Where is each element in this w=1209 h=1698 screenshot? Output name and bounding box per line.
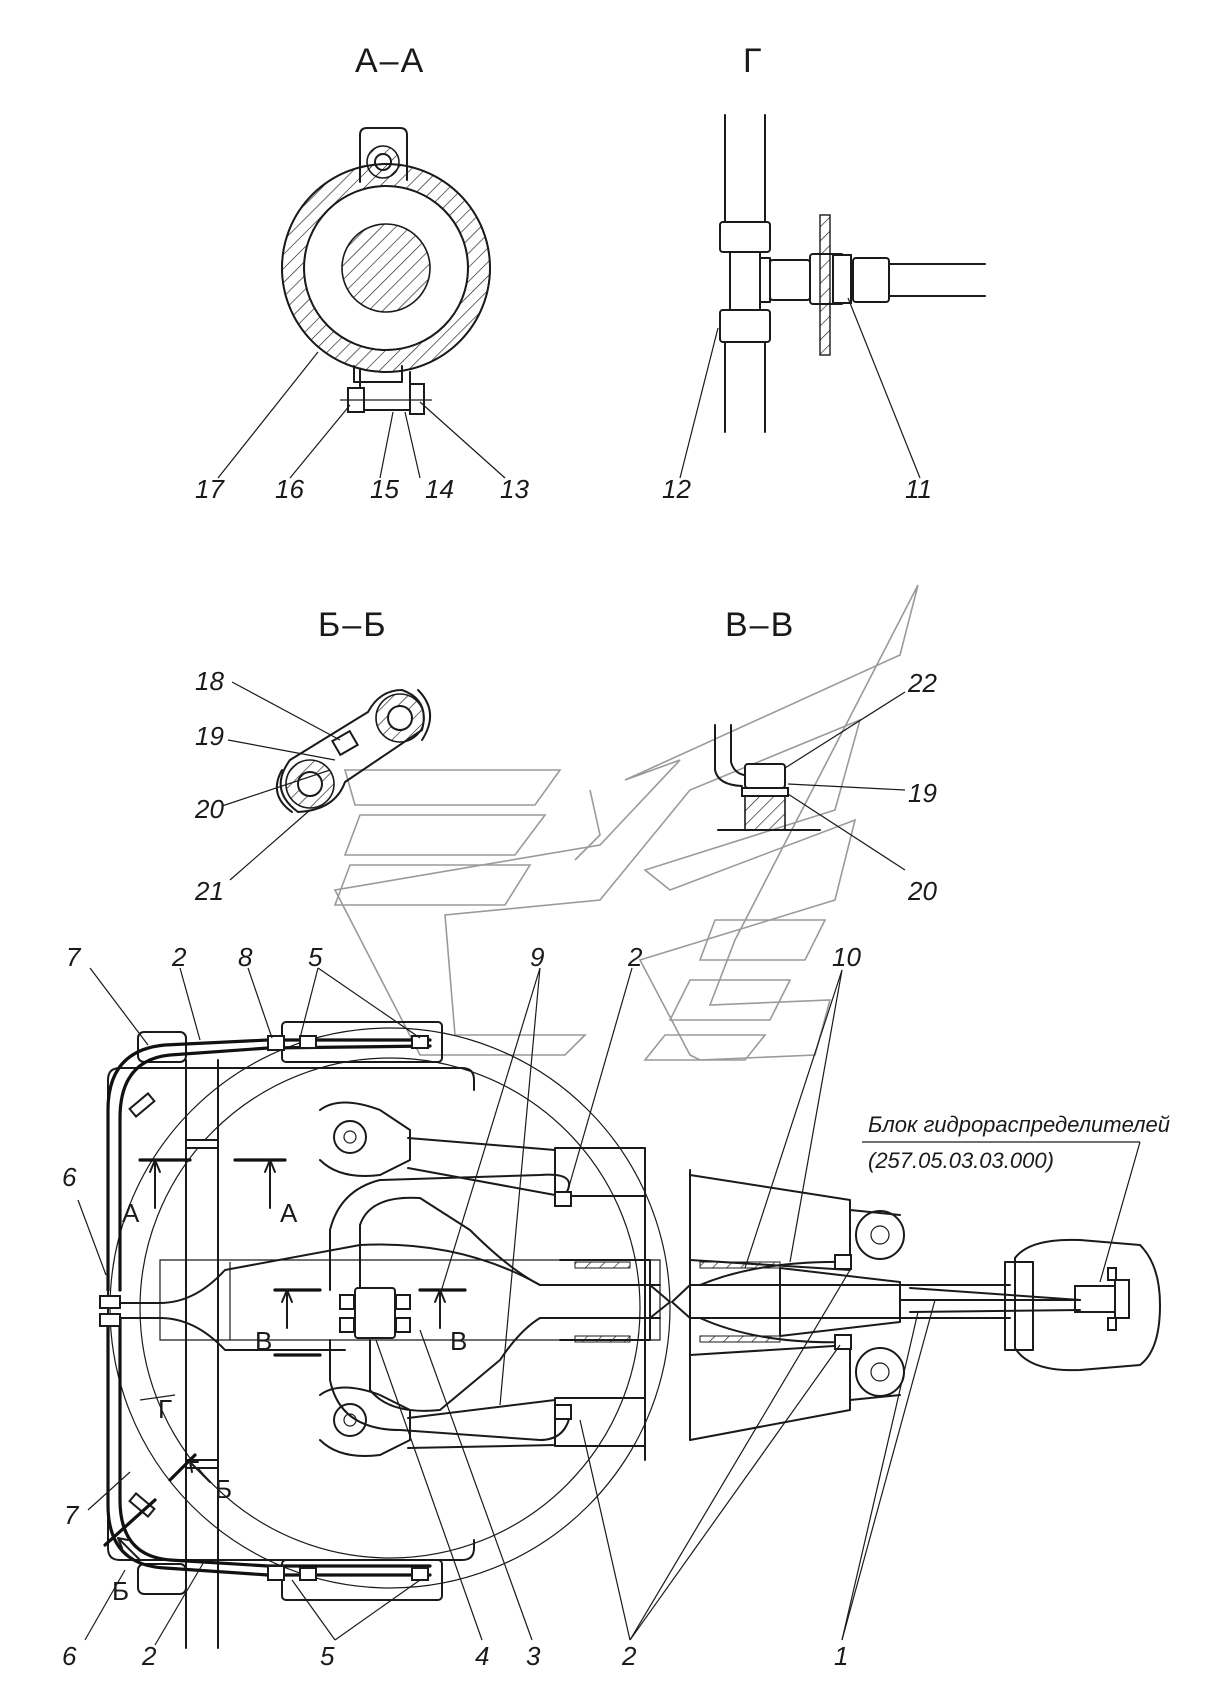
callout-1: 1 bbox=[834, 1641, 848, 1671]
section-aa-title: А–А bbox=[355, 42, 425, 80]
bar-section bbox=[341, 223, 431, 313]
cut-label-b-left: Б bbox=[112, 1576, 129, 1606]
clamp-bolt bbox=[330, 729, 360, 757]
bulkhead-plate bbox=[819, 214, 831, 356]
callout-19: 19 bbox=[195, 721, 224, 751]
note-code: (257.05.03.03.000) bbox=[868, 1148, 1054, 1173]
section-vv: В–В 22 19 20 bbox=[714, 606, 937, 906]
callout-8: 8 bbox=[238, 942, 253, 972]
turntable-circle bbox=[139, 1057, 641, 1559]
callout-6-bot: 6 bbox=[62, 1641, 77, 1671]
hose-nut-top bbox=[719, 221, 771, 253]
view-g-title: Г bbox=[743, 42, 763, 80]
callout-14: 14 bbox=[425, 474, 454, 504]
cut-label-a-left: А bbox=[122, 1198, 140, 1228]
callout-2-btm: 2 bbox=[621, 1641, 637, 1671]
valve-block-housing bbox=[1014, 1238, 1161, 1372]
callout-7-bot: 7 bbox=[64, 1500, 80, 1530]
section-aa: А–А 17 16 15 14 13 bbox=[195, 42, 529, 504]
callout-17: 17 bbox=[195, 474, 225, 504]
view-g: Г 12 11 bbox=[662, 42, 986, 504]
cut-label-a-right: А bbox=[280, 1198, 298, 1228]
base-frame bbox=[107, 1079, 475, 1561]
callout-22: 22 bbox=[907, 668, 937, 698]
callout-12: 12 bbox=[662, 474, 691, 504]
cut-label-b-right: Б bbox=[215, 1474, 232, 1504]
callout-9: 9 bbox=[530, 942, 544, 972]
section-bb-title: Б–Б bbox=[318, 606, 388, 644]
note-title: Блок гидрораспределителей bbox=[868, 1112, 1170, 1137]
callout-7-top: 7 bbox=[66, 942, 82, 972]
callout-5-bot: 5 bbox=[320, 1641, 335, 1671]
callout-13: 13 bbox=[500, 474, 529, 504]
cut-mark-v: В В bbox=[255, 1288, 467, 1357]
valve-block-note: Блок гидрораспределителей (257.05.03.03.… bbox=[862, 1112, 1170, 1283]
cut-mark-b: Б Б bbox=[103, 1453, 232, 1606]
callout-16: 16 bbox=[275, 474, 304, 504]
pipe-bend bbox=[714, 724, 743, 787]
callout-18: 18 bbox=[195, 666, 224, 696]
callout-19b: 19 bbox=[908, 778, 937, 808]
callout-20b: 20 bbox=[907, 876, 937, 906]
cut-label-g: Г bbox=[158, 1394, 172, 1424]
callout-2-top: 2 bbox=[171, 942, 187, 972]
valve-block bbox=[1074, 1285, 1116, 1313]
main-plan-view: А А В В Б Б Г Блок гидрораспределителей bbox=[62, 942, 1170, 1671]
washer bbox=[741, 787, 789, 797]
cut-mark-a: А А bbox=[122, 1158, 298, 1228]
callout-21: 21 bbox=[194, 876, 224, 906]
callout-2-bot: 2 bbox=[141, 1641, 157, 1671]
callout-2-mid: 2 bbox=[627, 942, 643, 972]
hose-nut-bottom bbox=[719, 309, 771, 343]
double-clamp bbox=[279, 689, 425, 813]
callout-10: 10 bbox=[832, 942, 861, 972]
distributor-block bbox=[354, 1287, 396, 1339]
callout-3: 3 bbox=[526, 1641, 541, 1671]
callout-6-mid: 6 bbox=[62, 1162, 77, 1192]
callout-11: 11 bbox=[905, 474, 932, 504]
callout-4: 4 bbox=[475, 1641, 489, 1671]
section-bb: Б–Б 18 19 20 21 bbox=[194, 606, 431, 906]
callout-15: 15 bbox=[370, 474, 399, 504]
cut-label-v-left: В bbox=[255, 1326, 272, 1356]
bolt-hex bbox=[744, 763, 786, 789]
callout-5-top: 5 bbox=[308, 942, 323, 972]
callout-20: 20 bbox=[194, 794, 224, 824]
nut bbox=[409, 383, 425, 415]
section-vv-title: В–В bbox=[725, 606, 795, 644]
cut-label-v-right: В bbox=[450, 1326, 467, 1356]
